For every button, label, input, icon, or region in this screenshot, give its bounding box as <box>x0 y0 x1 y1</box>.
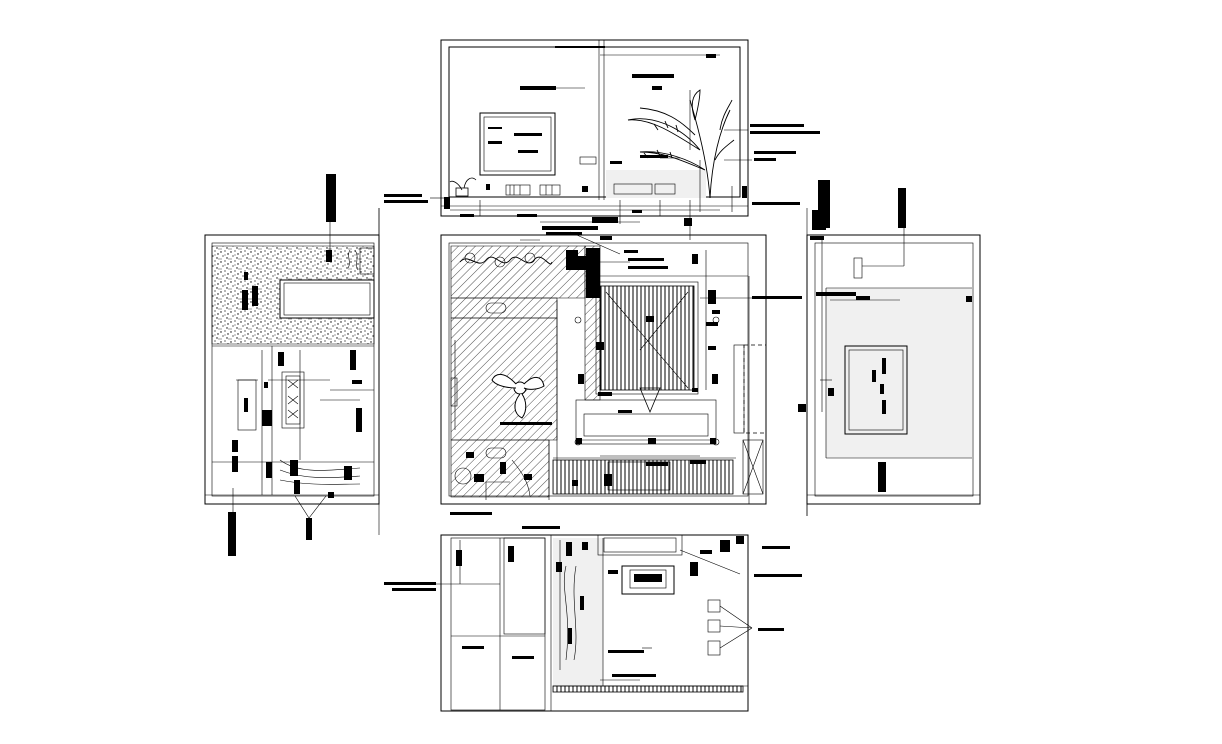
plant-icon <box>627 89 735 199</box>
wall-panel-icon <box>479 112 556 176</box>
floor-plan <box>440 226 802 505</box>
top-elevation <box>384 39 820 240</box>
left-elevation <box>204 174 380 556</box>
ceiling-fan-icon <box>491 374 545 419</box>
right-elevation <box>798 180 981 516</box>
small-plant-icon <box>449 177 477 197</box>
bottom-elevation <box>384 512 802 712</box>
